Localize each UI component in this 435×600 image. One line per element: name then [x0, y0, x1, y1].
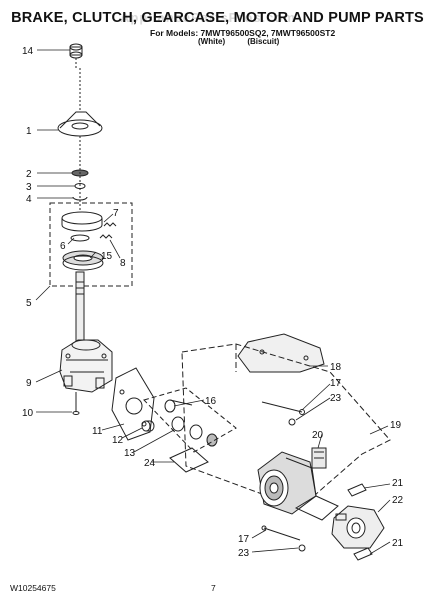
part-21-clamp-bottom [353, 547, 373, 561]
part-14-drive-nut [69, 43, 83, 68]
document-code: W10254675 [10, 583, 56, 593]
part-9-shaft [75, 271, 85, 347]
callout-16: 16 [205, 396, 217, 407]
part-17-bolt-bottom [261, 525, 301, 541]
models-line: For Models: 7MWT96500SQ2, 7MWT96500ST2 [150, 28, 336, 38]
part-23-nut-top [288, 418, 296, 426]
callout-1: 1 [26, 126, 32, 137]
callout-6: 6 [60, 241, 66, 252]
page-title: BRAKE, CLUTCH, GEARCASE, MOTOR AND PUMP … [11, 10, 424, 26]
part-23-nut-bottom [298, 544, 306, 552]
callout-23-top: 23 [330, 393, 342, 404]
callout-14: 14 [22, 46, 34, 57]
model-variants: (White) (Biscuit) [198, 37, 279, 46]
part-13-coupling [171, 416, 218, 447]
part-10-screw [72, 392, 80, 415]
part-22-pump [331, 505, 385, 549]
leader-lines [35, 49, 391, 555]
callout-21-top: 21 [392, 478, 404, 489]
callout-11: 11 [92, 426, 103, 437]
part-1-cam-driver [57, 68, 103, 137]
part-20-switch [311, 447, 327, 469]
variant-white: (White) [198, 37, 226, 46]
part-7-spring [103, 222, 117, 227]
part-18-shield [237, 333, 325, 373]
callout-18: 18 [330, 362, 342, 373]
callout-17-bottom: 17 [238, 534, 250, 545]
callout-5: 5 [26, 298, 32, 309]
variant-biscuit: (Biscuit) [247, 37, 280, 46]
part-11-mounting-plate [111, 367, 155, 441]
callout-20: 20 [312, 430, 324, 441]
part-8-spring [99, 234, 113, 239]
callout-12: 12 [112, 435, 124, 446]
part-24-pad [169, 447, 209, 473]
callout-labels: 14 1 2 3 4 7 6 15 8 5 9 10 11 12 13 16 2… [22, 46, 404, 559]
callout-24: 24 [144, 458, 156, 469]
callout-15: 15 [101, 251, 113, 262]
callout-23-bottom: 23 [238, 548, 250, 559]
part-9-gearcase [59, 339, 113, 393]
part-16-pulley [164, 399, 193, 413]
watermark: AppliancePartsPros.com [120, 10, 296, 25]
part-17-bolt-top [261, 401, 305, 415]
callout-7: 7 [113, 208, 119, 219]
part-19-motor [257, 451, 339, 521]
page-number: 7 [211, 583, 216, 593]
part-15-brake-rotor [62, 250, 104, 271]
callout-19: 19 [390, 420, 402, 431]
part-12-bushing [141, 420, 155, 432]
part-6-brake-housing [61, 211, 103, 232]
brake-assembly-box [49, 202, 133, 287]
callout-8: 8 [120, 258, 126, 269]
callout-4: 4 [26, 194, 32, 205]
callout-10: 10 [22, 408, 34, 419]
callout-13: 13 [124, 448, 136, 459]
callout-22: 22 [392, 495, 404, 506]
callout-9: 9 [26, 378, 32, 389]
callout-17-top: 17 [330, 378, 342, 389]
callout-2: 2 [26, 169, 32, 180]
part-21-clamp-top [347, 483, 367, 497]
callout-21-bottom: 21 [392, 538, 404, 549]
callout-3: 3 [26, 182, 32, 193]
